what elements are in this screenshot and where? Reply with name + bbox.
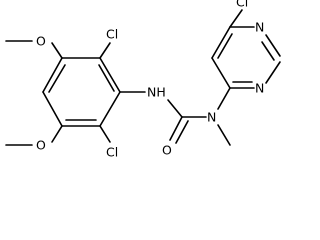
molecule-svg: Cl Cl Cl O O NH N O N N xyxy=(5,0,281,160)
bond xyxy=(48,64,66,93)
bond xyxy=(217,33,233,59)
bond xyxy=(211,26,231,59)
benzene-ring xyxy=(42,57,121,127)
atom-label-o: O xyxy=(36,138,46,153)
bond xyxy=(42,57,63,93)
bond xyxy=(229,9,243,28)
atom-label-n: N xyxy=(207,110,216,125)
bond xyxy=(175,120,189,144)
bond xyxy=(261,41,275,61)
bond xyxy=(217,87,231,110)
bond xyxy=(98,64,115,92)
bond xyxy=(51,125,63,143)
benzene-substituents xyxy=(5,40,146,146)
atom-label-n: N xyxy=(255,81,264,96)
bond xyxy=(265,61,281,84)
bond xyxy=(99,57,121,93)
bond xyxy=(211,57,231,89)
bond xyxy=(265,34,281,57)
atom-label-o: O xyxy=(36,34,46,49)
bond xyxy=(99,91,121,127)
atom-label-cl: Cl xyxy=(106,145,118,160)
bond xyxy=(167,99,183,118)
bond xyxy=(42,91,63,127)
atom-label-cl: Cl xyxy=(236,0,248,10)
atom-label-n: N xyxy=(255,20,264,35)
bond xyxy=(99,125,111,143)
atom-label-cl: Cl xyxy=(106,27,118,42)
pyrimidine-ring xyxy=(211,9,281,89)
bond xyxy=(169,116,183,141)
urea-linkage xyxy=(167,87,231,146)
atom-label-o: O xyxy=(162,143,172,158)
atom-labels: Cl Cl Cl O O NH N O N N xyxy=(36,0,264,160)
atom-label-nh: NH xyxy=(147,85,166,100)
bond xyxy=(51,42,63,59)
structure-diagram: Cl Cl Cl O O NH N O N N xyxy=(5,0,281,160)
bond xyxy=(99,42,111,59)
bond xyxy=(217,124,231,146)
